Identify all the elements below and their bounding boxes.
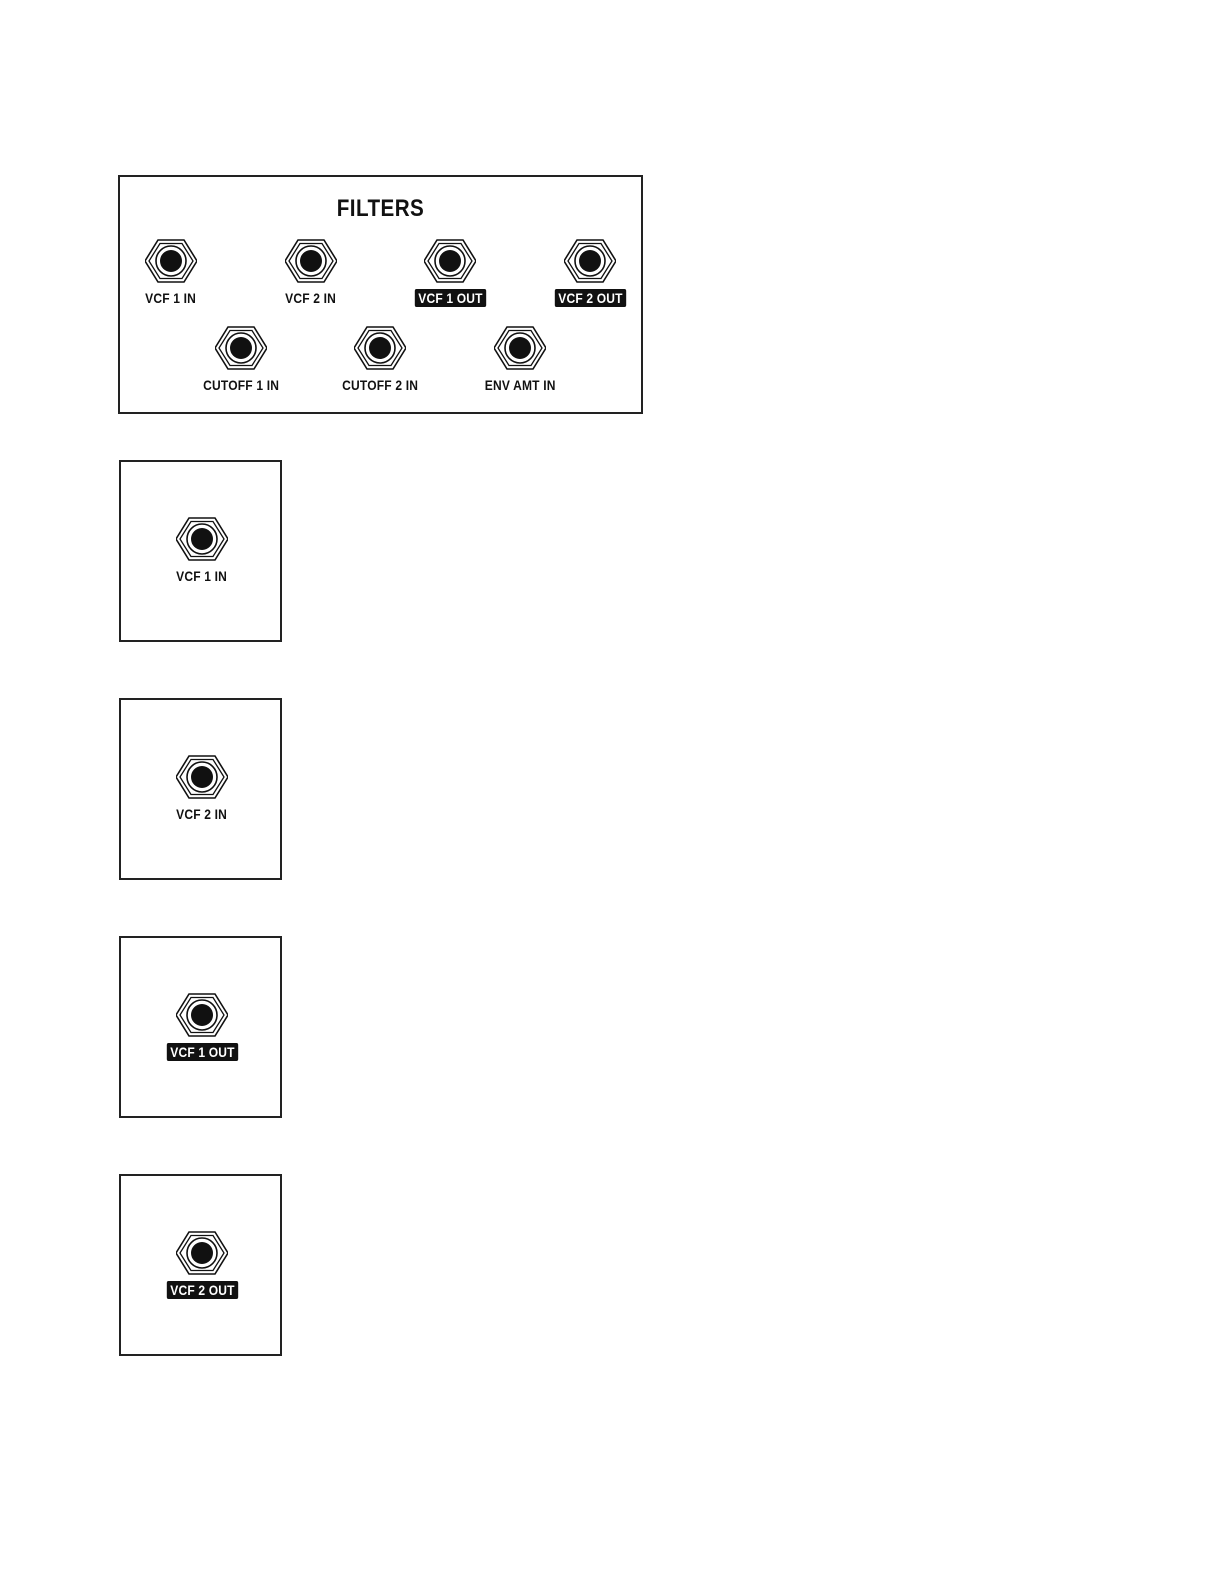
panel-title: FILTERS [156,195,604,223]
jack-label: VCF 1 IN [142,567,262,585]
jack-vcf-2-in[interactable]: VCF 2 IN [142,753,262,833]
filters-panel: FILTERS VCF 1 IN VCF 2 IN VCF 1 OUT VCF … [118,175,643,414]
jack-vcf-1-out[interactable]: VCF 1 OUT [142,991,262,1071]
jack-vcf-2-in[interactable]: VCF 2 IN [251,237,371,317]
single-panel-vcf-2-out: VCF 2 OUT [119,1174,282,1356]
single-panel-vcf-2-in: VCF 2 IN [119,698,282,880]
jack-socket-icon[interactable] [176,991,228,1039]
jack-label: CUTOFF 1 IN [181,376,301,394]
jack-cutoff-2-in[interactable]: CUTOFF 2 IN [320,324,440,404]
jack-label: VCF 2 IN [251,289,371,307]
jack-vcf-1-out[interactable]: VCF 1 OUT [390,237,510,317]
jack-socket-icon[interactable] [354,324,406,372]
jack-label: VCF 1 IN [111,289,231,307]
jack-socket-icon[interactable] [176,1229,228,1277]
jack-label-output: VCF 2 OUT [142,1281,262,1299]
jack-vcf-2-out[interactable]: VCF 2 OUT [530,237,650,317]
jack-vcf-2-out[interactable]: VCF 2 OUT [142,1229,262,1309]
jack-label-output: VCF 1 OUT [142,1043,262,1061]
jack-socket-icon[interactable] [176,515,228,563]
jack-socket-icon[interactable] [564,237,616,285]
jack-socket-icon[interactable] [424,237,476,285]
single-panel-vcf-1-in: VCF 1 IN [119,460,282,642]
jack-env-amt-in[interactable]: ENV AMT IN [460,324,580,404]
single-panel-vcf-1-out: VCF 1 OUT [119,936,282,1118]
jack-label: VCF 2 IN [142,805,262,823]
jack-vcf-1-in[interactable]: VCF 1 IN [142,515,262,595]
jack-socket-icon[interactable] [494,324,546,372]
jack-socket-icon[interactable] [176,753,228,801]
jack-vcf-1-in[interactable]: VCF 1 IN [111,237,231,317]
jack-label: ENV AMT IN [460,376,580,394]
jack-cutoff-1-in[interactable]: CUTOFF 1 IN [181,324,301,404]
jack-socket-icon[interactable] [215,324,267,372]
jack-label-output: VCF 2 OUT [530,289,650,307]
jack-label-output: VCF 1 OUT [390,289,510,307]
jack-socket-icon[interactable] [285,237,337,285]
jack-socket-icon[interactable] [145,237,197,285]
jack-label: CUTOFF 2 IN [320,376,440,394]
